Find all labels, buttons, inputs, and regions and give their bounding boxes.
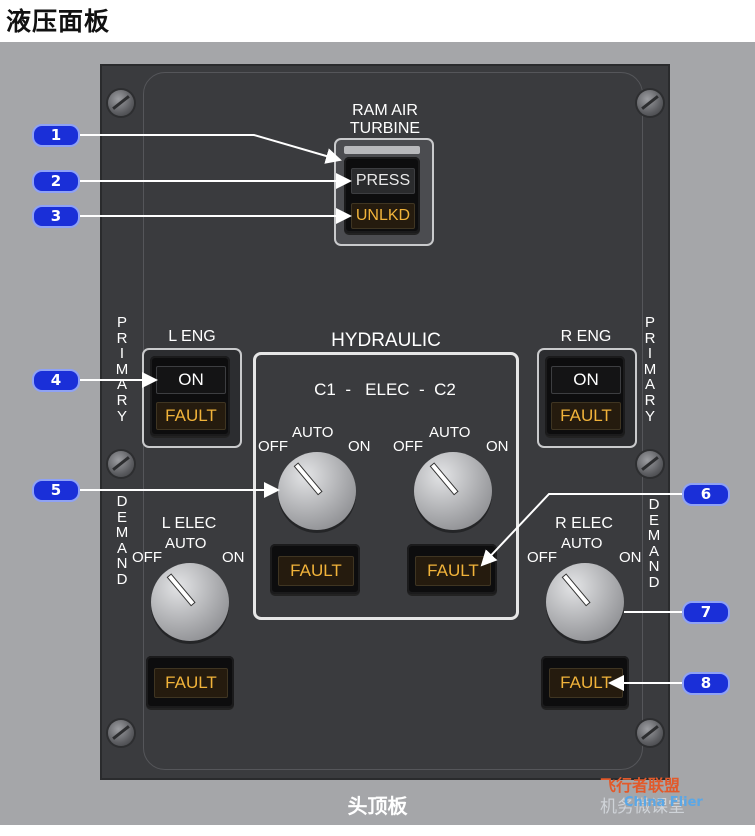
l-eng-fault-light: FAULT [156,402,226,430]
r-elec-off-label: OFF [527,549,557,566]
c1-off-label: OFF [258,438,288,455]
hydraulic-group-border [253,352,519,620]
l-elec-label: L ELEC [161,515,217,532]
c1-elec-pump-selector[interactable] [278,452,356,530]
screw-icon [108,90,134,116]
demand-label-left: D E M A N D [115,493,129,588]
r-elec-fault-light: FAULT [549,668,623,698]
r-eng-on-light: ON [551,366,621,394]
screw-icon [637,720,663,746]
c1-fault-light: FAULT [278,556,354,586]
rat-label-line2: TURBINE [349,120,421,137]
callout-8: 8 [682,672,730,695]
c1-on-label: ON [348,438,371,455]
screw-icon [108,720,134,746]
c2-on-label: ON [486,438,509,455]
rat-label-line1: RAM AIR [352,102,418,119]
l-elec-fault-light: FAULT [154,668,228,698]
callout-7: 7 [682,601,730,624]
callout-5: 5 [32,479,80,502]
c1-auto-label: AUTO [292,424,334,441]
c2-elec-pump-selector[interactable] [414,452,492,530]
primary-label-right: P R I M A R Y [643,314,657,425]
rat-guard-hinge [344,146,420,154]
r-elec-on-label: ON [619,549,642,566]
r-elec-auto-label: AUTO [561,535,603,552]
watermark-sub: China Flier [624,795,703,810]
rat-unlkd-light: UNLKD [351,203,415,229]
callout-3: 3 [32,205,80,228]
screw-icon [637,451,663,477]
watermark-red: 飞行者联盟 [600,776,681,795]
screw-icon [108,451,134,477]
rat-press-light: PRESS [351,168,415,194]
l-elec-auto-label: AUTO [165,535,207,552]
figure-caption: 头顶板 [347,794,408,818]
demand-label-right: D E M A N D [647,496,661,591]
callout-1: 1 [32,124,80,147]
c2-fault-light: FAULT [415,556,491,586]
r-elec-label: R ELEC [555,515,613,532]
l-elec-on-label: ON [222,549,245,566]
l-eng-on-light: ON [156,366,226,394]
hydraulic-subheader: C1 - ELEC - C2 [314,380,456,399]
hydraulic-header: HYDRAULIC [318,330,454,352]
callout-4: 4 [32,369,80,392]
screw-icon [637,90,663,116]
watermark: 飞行者联盟 机务微课堂 China Flier [600,772,703,836]
l-elec-off-label: OFF [132,549,162,566]
l-eng-label: L ENG [168,328,216,345]
watermark-main: 机务微课堂 [600,797,685,817]
r-eng-label: R ENG [560,328,612,345]
c2-off-label: OFF [393,438,423,455]
page-title: 液压面板 [6,7,111,36]
l-elec-pump-selector[interactable] [151,563,229,641]
primary-label-left: P R I M A R Y [115,314,129,425]
c2-auto-label: AUTO [429,424,471,441]
r-elec-pump-selector[interactable] [546,563,624,641]
callout-6: 6 [682,483,730,506]
r-eng-fault-light: FAULT [551,402,621,430]
callout-2: 2 [32,170,80,193]
